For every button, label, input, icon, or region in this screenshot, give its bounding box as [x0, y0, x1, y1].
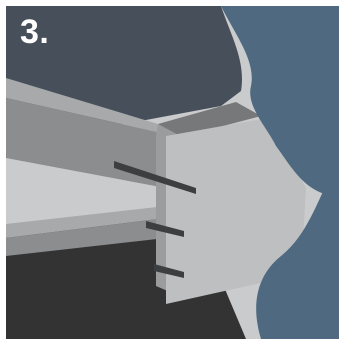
- step-number-label: 3.: [20, 12, 49, 52]
- box-assembly-illustration: [6, 6, 339, 339]
